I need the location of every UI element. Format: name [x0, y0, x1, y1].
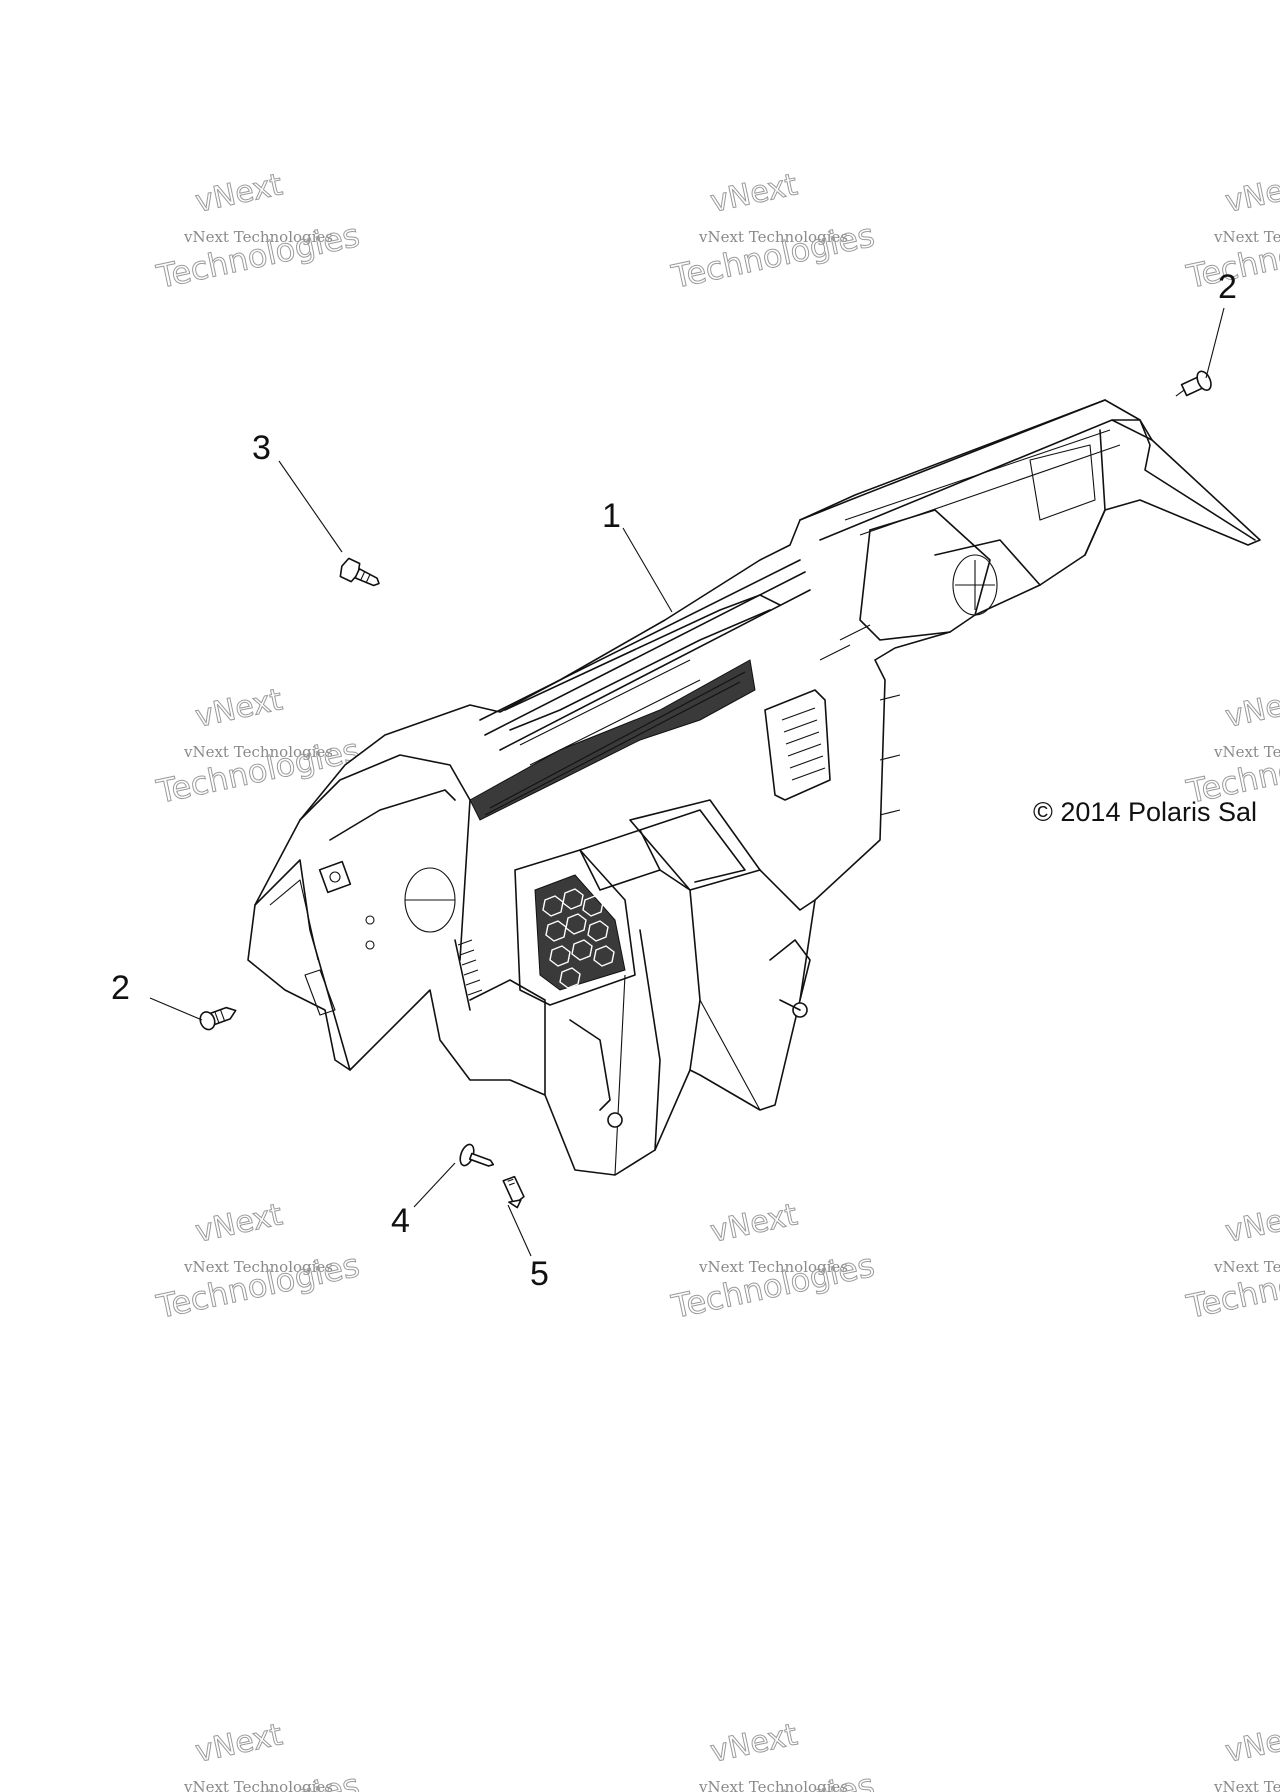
watermark-line: vNext Technologies [1213, 228, 1280, 246]
watermark-line: vNext Technologies [183, 743, 333, 761]
screw-icon [339, 557, 380, 587]
watermark: vNext vNext Technologies Technologies [667, 1197, 878, 1327]
watermark-line: vNext [192, 167, 285, 220]
watermark-line: vNext Technologies [698, 1778, 848, 1792]
watermark-line: vNext [1222, 167, 1280, 220]
watermark: vNext vNext Technologies Technologies [152, 1717, 363, 1792]
watermark: vNext vNext Technologies Technologies [1182, 1717, 1280, 1792]
watermark-line: vNext Technologies [698, 228, 848, 246]
watermark: vNext vNext Technologies Technologies [152, 167, 363, 297]
callout-3: 3 [252, 429, 271, 467]
watermark: vNext vNext Technologies Technologies [1182, 1197, 1280, 1327]
watermark-line: vNext [1222, 682, 1280, 735]
watermark: vNext vNext Technologies Technologies [1182, 682, 1280, 812]
watermark-line: vNext [192, 1197, 285, 1250]
vent-left [454, 939, 483, 1011]
leader-lines [149, 307, 1225, 1257]
watermark-line: vNext Technologies [1213, 1258, 1280, 1276]
watermark-line: vNext [1222, 1717, 1280, 1770]
watermark-line: vNext [192, 1717, 285, 1770]
watermark-line: vNext [707, 1717, 800, 1770]
callout-4: 4 [391, 1202, 410, 1240]
fascia-part [247, 399, 1261, 1176]
watermark: vNext vNext Technologies Technologies [152, 1197, 363, 1327]
callout-2: 2 [1218, 268, 1237, 306]
vent-right [764, 689, 831, 801]
watermark-line: vNext Technologies [1213, 1778, 1280, 1792]
watermark-line: vNext [707, 1197, 800, 1250]
watermark-line: vNext Technologies [183, 1778, 333, 1792]
watermark-line: vNext Technologies [698, 1258, 848, 1276]
copyright-text: © 2014 Polaris Sal [1033, 797, 1257, 827]
watermark: vNext vNext Technologies Technologies [667, 1717, 878, 1792]
watermark-line: vNext [192, 682, 285, 735]
honeycomb-grille [534, 874, 626, 991]
push-rivet-icon [1175, 370, 1212, 397]
pin-fastener-icon [459, 1143, 495, 1167]
watermark: vNext vNext Technologies Technologies [667, 167, 878, 297]
callout-5: 5 [530, 1255, 549, 1293]
callout-1: 1 [602, 497, 621, 535]
clip-nut-icon [502, 1175, 525, 1209]
push-rivet-icon [199, 1006, 237, 1031]
watermark-line: vNext [1222, 1197, 1280, 1250]
watermark-line: vNext [707, 167, 800, 220]
watermark-line: vNext Technologies [183, 1258, 333, 1276]
callout-2: 2 [111, 969, 130, 1007]
watermark-line: vNext Technologies [1213, 743, 1280, 761]
watermark-line: vNext Technologies [183, 228, 333, 246]
